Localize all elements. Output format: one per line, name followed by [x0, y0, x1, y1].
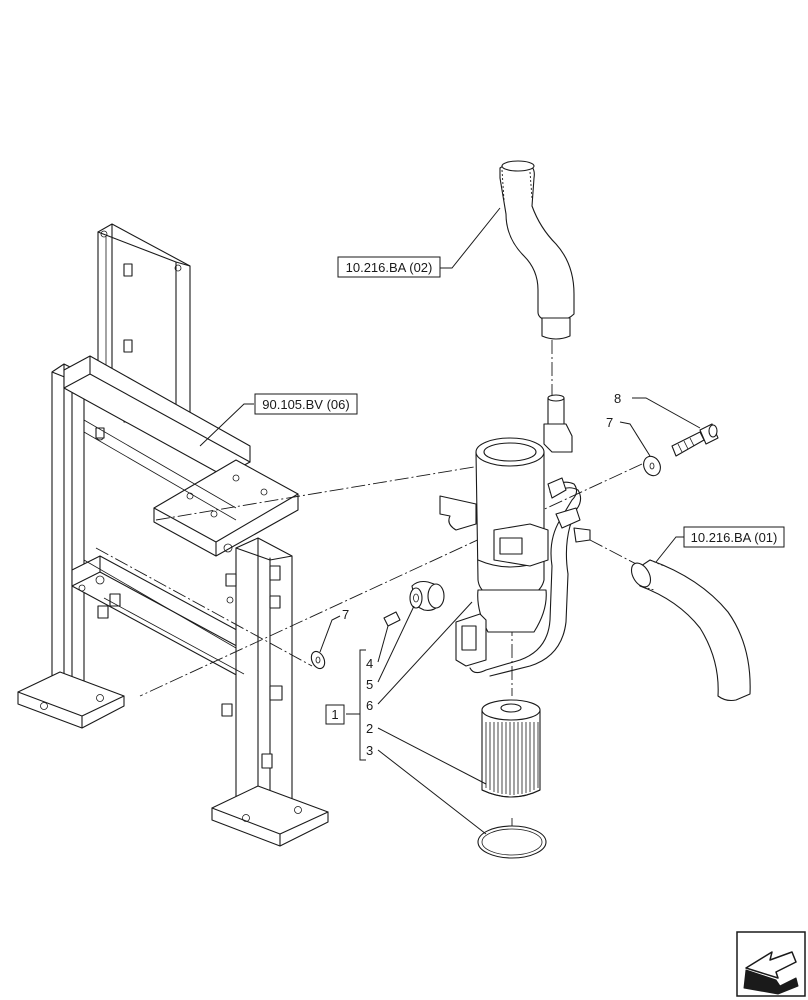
bolt-part-8: [671, 423, 719, 457]
callout-7-left: 7: [342, 607, 349, 622]
ref-label-10216ba-02[interactable]: 10.216.BA (02): [337, 256, 441, 278]
callout-3: 3: [366, 743, 373, 758]
ref-label-90105bv-06[interactable]: 90.105.BV (06): [254, 393, 358, 415]
filter-element: [481, 699, 541, 798]
fuel-pump-housing: [439, 394, 591, 677]
assembly-centerlines: [95, 340, 643, 834]
o-ring: [477, 825, 547, 859]
svg-text:10.216.BA (01): 10.216.BA (01): [691, 530, 778, 545]
lower-hose: [630, 559, 751, 702]
svg-text:90.105.BV (06): 90.105.BV (06): [262, 397, 349, 412]
svg-text:10.216.BA (02): 10.216.BA (02): [346, 260, 433, 275]
leader-lines: [199, 207, 701, 835]
ref-label-10216ba-01[interactable]: 10.216.BA (01): [683, 526, 785, 548]
callout-6: 6: [366, 698, 373, 713]
callout-7-top: 7: [606, 415, 613, 430]
upper-hose: [499, 160, 575, 340]
spacer-part-4: [383, 611, 401, 627]
callout-5: 5: [366, 677, 373, 692]
washer-part-7-left: [310, 650, 326, 670]
support-frame: [17, 223, 329, 847]
washer-part-7-right: [643, 455, 661, 477]
callout-2: 2: [366, 721, 373, 736]
grommet-part-5: [409, 580, 445, 611]
next-page-arrow-icon[interactable]: [736, 931, 806, 997]
callout-4: 4: [366, 656, 373, 671]
callout-8: 8: [614, 391, 621, 406]
assembly-callout-1: 1: [325, 704, 345, 725]
svg-text:1: 1: [331, 707, 338, 722]
